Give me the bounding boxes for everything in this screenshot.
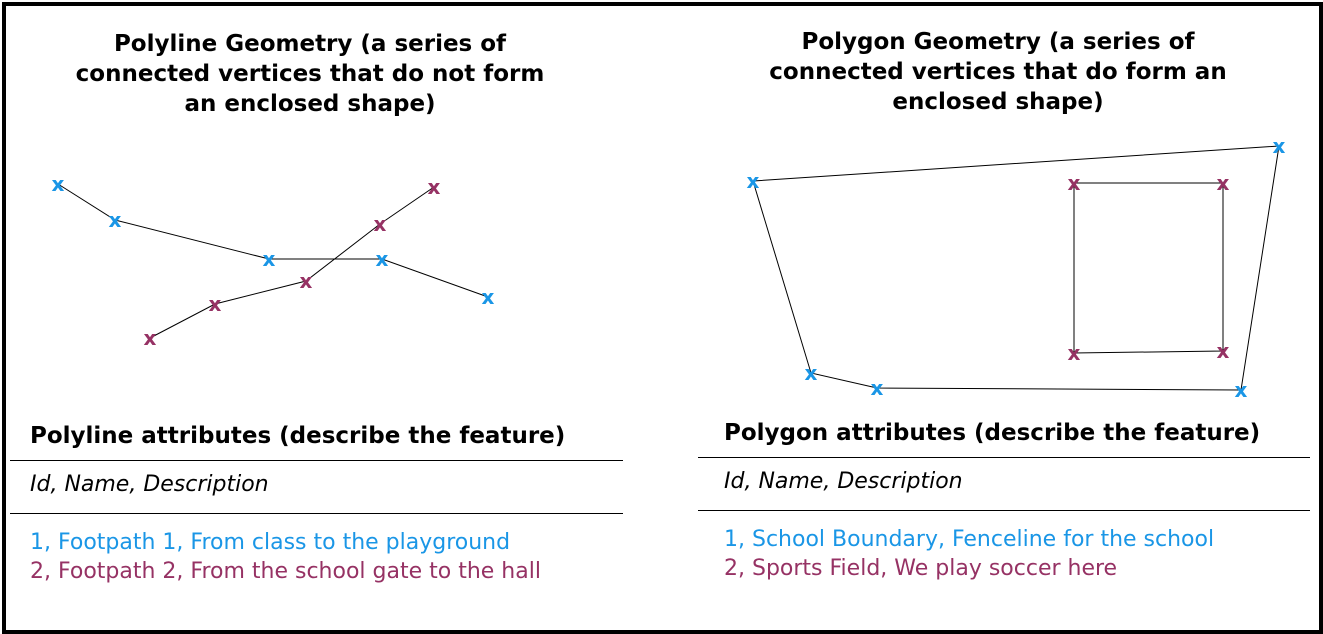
- vertex-marker: x: [1273, 134, 1286, 158]
- vertex-marker: x: [1217, 339, 1230, 363]
- vertex-marker: x: [1235, 378, 1248, 402]
- vertex-marker: x: [376, 247, 389, 271]
- polygon-title: Polygon Geometry (a series of connected …: [769, 29, 1227, 115]
- vertex-marker: x: [805, 361, 818, 385]
- vertex-marker: x: [209, 292, 222, 316]
- vertex-marker: x: [1217, 171, 1230, 195]
- vertex-marker: x: [52, 172, 65, 196]
- polygon-fields: Id, Name, Description: [724, 469, 963, 494]
- polyline-row-2: 2, Footpath 2, From the school gate to t…: [30, 559, 541, 584]
- polyline-fields: Id, Name, Description: [30, 472, 269, 497]
- polygon-attributes-title: Polygon attributes (describe the feature…: [724, 420, 1261, 446]
- vertex-marker: x: [747, 169, 760, 193]
- polygon-feature-2-outline: [1073, 182, 1224, 354]
- vertex-marker: x: [871, 376, 884, 400]
- polygon-attributes-rule-bottom: [698, 510, 1310, 511]
- vertex-marker: x: [374, 212, 387, 236]
- polygon-feature-1-outline: [752, 145, 1280, 391]
- polygon-row-1: 1, School Boundary, Fenceline for the sc…: [724, 527, 1215, 552]
- vertex-marker: x: [428, 175, 441, 199]
- vertex-marker: x: [300, 269, 313, 293]
- vertex-marker: x: [263, 247, 276, 271]
- polyline-row-1: 1, Footpath 1, From class to the playgro…: [30, 530, 511, 555]
- polyline-attributes-title: Polyline attributes (describe the featur…: [30, 423, 566, 449]
- vertex-marker: x: [1068, 341, 1081, 365]
- vertex-marker: x: [109, 208, 122, 232]
- polyline-feature-1-line: [57, 183, 489, 298]
- vertex-marker: x: [144, 326, 157, 350]
- polyline-feature-2-line: [149, 186, 435, 339]
- polyline-title: Polyline Geometry (a series of connected…: [75, 31, 545, 117]
- vertex-marker: x: [482, 285, 495, 309]
- polygon-attributes-rule-top: [698, 457, 1310, 458]
- polyline-attributes-rule-top: [10, 460, 623, 461]
- vertex-marker: x: [1068, 171, 1081, 195]
- polygon-row-2: 2, Sports Field, We play soccer here: [724, 556, 1118, 581]
- polyline-attributes-rule-bottom: [10, 513, 623, 514]
